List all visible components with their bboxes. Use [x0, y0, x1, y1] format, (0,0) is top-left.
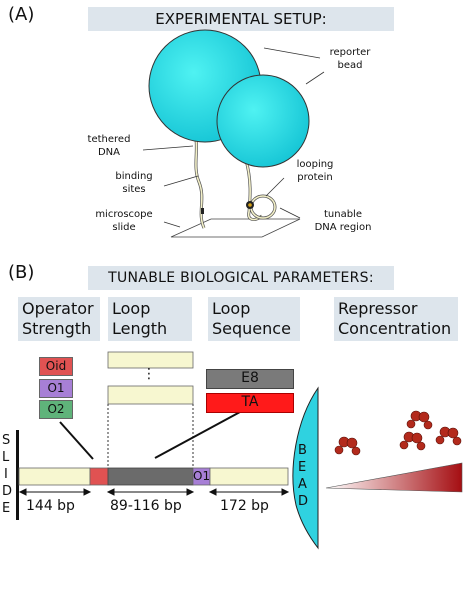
- slide-letter: L: [2, 450, 10, 465]
- right-length-label: 172 bp: [220, 498, 269, 514]
- slide-letter: I: [4, 467, 8, 482]
- operator-oid-segment: [89, 467, 109, 486]
- repressor-protein: [334, 436, 361, 456]
- loop-segment: [107, 467, 194, 486]
- loop-length-bar-bottom: [107, 385, 194, 405]
- sequence-ta-chip: TA: [206, 393, 294, 413]
- slide-letter: D: [2, 484, 13, 499]
- tethered-dna-label: tethered DNA: [87, 134, 131, 158]
- left-length-label: 144 bp: [26, 498, 75, 514]
- bead-letter: A: [298, 477, 307, 492]
- o1-segment-label: O1: [193, 469, 211, 483]
- loop-length-label: 89-116 bp: [110, 498, 182, 514]
- bead-letter: B: [298, 443, 307, 458]
- reporter-bead-2: [216, 74, 310, 168]
- operator-oid-chip: Oid: [39, 357, 73, 376]
- bead-shape: [292, 386, 319, 550]
- repressor-protein: [435, 426, 462, 446]
- reporter-bead-label: reporter bead: [329, 47, 371, 71]
- repressor-concentration-header: Repressor Concentration: [334, 297, 458, 341]
- operator-o1-chip: O1: [39, 379, 73, 398]
- looping-protein-label: looping protein: [296, 159, 334, 183]
- bead-letter: D: [298, 494, 309, 509]
- repressor-protein: [399, 431, 426, 451]
- slide-letter: S: [2, 433, 11, 448]
- slide-bar: [16, 430, 19, 520]
- loop-length-dots: ⋮: [142, 366, 156, 382]
- bead-letter: E: [298, 460, 307, 475]
- panel-b-label: (B): [8, 262, 35, 283]
- slide-letter: E: [2, 501, 11, 516]
- concentration-gradient: [325, 462, 463, 493]
- operator-o2-chip: O2: [39, 400, 73, 419]
- sequence-e8-chip: E8: [206, 369, 294, 389]
- loop-length-header: Loop Length: [108, 297, 192, 341]
- dna-left-segment: [18, 467, 91, 486]
- repressor-protein: [406, 410, 433, 430]
- binding-site-marker: [201, 208, 204, 214]
- tunable-dna-label: tunable DNA region: [314, 209, 372, 233]
- dna-right-segment: [209, 467, 289, 486]
- loop-length-bar-top: [107, 351, 194, 369]
- microscope-slide: [170, 218, 301, 238]
- experimental-setup-banner: EXPERIMENTAL SETUP:: [88, 7, 394, 31]
- panel-a-label: (A): [8, 4, 35, 25]
- binding-sites-label: binding sites: [115, 171, 153, 195]
- microscope-slide-label: microscope slide: [95, 209, 153, 233]
- tunable-parameters-banner: TUNABLE BIOLOGICAL PARAMETERS:: [88, 266, 394, 290]
- operator-strength-header: Operator Strength: [18, 297, 100, 341]
- loop-sequence-header: Loop Sequence: [208, 297, 300, 341]
